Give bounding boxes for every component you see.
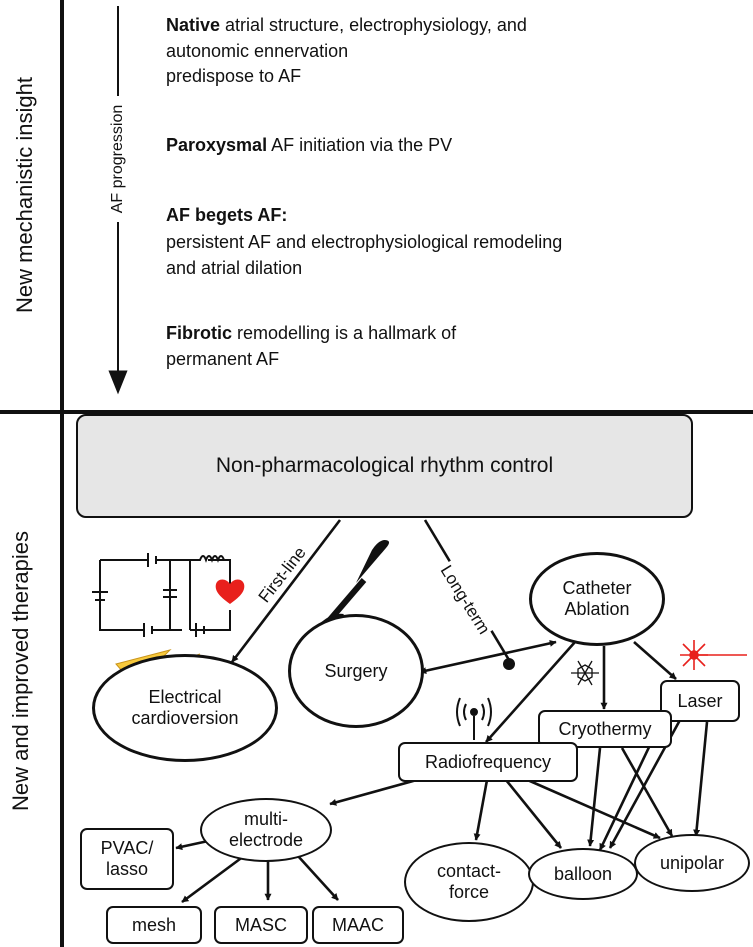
- edge-surgery-catheter: [419, 639, 557, 675]
- node-electrical-line-2: cardioversion: [131, 708, 239, 728]
- node-balloon-label: balloon: [553, 863, 613, 884]
- antenna-icon: [456, 697, 492, 740]
- mechanism-paroxysmal-bold: Paroxysmal: [166, 135, 268, 155]
- mechanism-native: Native atrial structure, electrophysiolo…: [166, 14, 527, 36]
- node-catheter-line-2: Ablation: [564, 599, 630, 619]
- mechanism-fibrotic-text: remodelling is a hallmark of: [232, 323, 457, 343]
- node-pvac-line-2: lasso: [105, 859, 149, 879]
- node-balloon: balloon: [528, 848, 638, 900]
- rhythm-control-title: Non-pharmacological rhythm control: [215, 454, 554, 477]
- mechanism-fibrotic-line-2: permanent AF: [166, 349, 280, 369]
- laser-icon: [680, 640, 747, 670]
- mechanism-native-text: atrial structure, electrophysiology, and: [220, 15, 527, 35]
- edge-catheter-laser: [633, 641, 677, 680]
- node-pvac-line-1: PVAC/: [100, 838, 154, 858]
- heart-icon: [215, 579, 245, 604]
- node-unipolar: unipolar: [634, 834, 750, 892]
- node-pvac-lasso: PVAC/lasso: [80, 828, 174, 890]
- node-contact-line-2: force: [448, 882, 490, 902]
- edge-radiofrequency-unipolar: [522, 776, 661, 840]
- node-contact-force: contact-force: [404, 842, 534, 922]
- edge-multi-mesh: [181, 854, 245, 904]
- edge-radiofrequency-multi: [329, 776, 425, 806]
- node-maac-label: MAAC: [331, 914, 384, 935]
- node-multi-line-1: multi-: [244, 809, 288, 829]
- long-term-junction: [503, 658, 515, 670]
- mechanism-af-begets-line-2: persistent AF and electrophysiological r…: [166, 232, 563, 252]
- edge-cryothermy-unipolar: [620, 747, 674, 837]
- edge-first-line: [230, 519, 342, 663]
- edge-radiofrequency-balloon: [504, 779, 563, 849]
- circuit-icon: [92, 553, 231, 637]
- mechanism-af-begets: AF begets AF:: [166, 204, 287, 226]
- mechanism-paroxysmal: Paroxysmal AF initiation via the PV: [166, 134, 452, 156]
- edge-radiofrequency-contact: [473, 779, 489, 841]
- node-multi-electrode: multi-electrode: [200, 798, 332, 862]
- node-surgery-label: Surgery: [324, 660, 388, 681]
- node-unipolar-label: unipolar: [659, 852, 725, 873]
- mechanism-fibrotic: Fibrotic remodelling is a hallmark of: [166, 322, 456, 344]
- node-cryothermy-label: Cryothermy: [558, 718, 652, 739]
- edge-laser-unipolar: [693, 721, 709, 837]
- mechanism-paroxysmal-text: AF initiation via the PV: [267, 135, 453, 155]
- section-label-mechanistic: New mechanistic insight: [12, 77, 37, 313]
- edge-catheter-radiofrequency: [485, 641, 576, 743]
- snowflake-icon: [571, 660, 599, 686]
- node-contact-line-1: contact-: [436, 861, 502, 881]
- edge-multi-maac: [297, 855, 339, 901]
- node-radiofrequency-label: Radiofrequency: [424, 751, 552, 772]
- node-multi-line-2: electrode: [228, 830, 304, 850]
- mechanism-native-line-2: autonomic ennervation: [166, 41, 349, 61]
- node-mesh-label: mesh: [131, 914, 176, 935]
- node-laser: Laser: [660, 680, 740, 722]
- mechanism-native-bold: Native: [166, 15, 221, 35]
- progression-label: AF progression: [109, 96, 127, 222]
- node-radiofrequency: Radiofrequency: [398, 742, 578, 782]
- mechanism-fibrotic-bold: Fibrotic: [166, 323, 232, 343]
- node-masc-label: MASC: [234, 914, 287, 935]
- node-mesh: mesh: [106, 906, 202, 944]
- mechanism-af-begets-line-3: and atrial dilation: [166, 258, 303, 278]
- node-cryothermy: Cryothermy: [538, 710, 672, 748]
- mechanism-af-begets-bold: AF begets AF:: [166, 205, 288, 225]
- node-electrical-line-1: Electrical: [148, 687, 222, 707]
- rhythm-control-box: Non-pharmacological rhythm control: [76, 414, 693, 518]
- node-masc: MASC: [214, 906, 308, 944]
- node-catheter-line-1: Catheter: [562, 578, 632, 598]
- section-label-therapies: New and improved therapies: [8, 530, 33, 812]
- node-surgery: Surgery: [288, 614, 424, 728]
- node-laser-label: Laser: [677, 690, 723, 711]
- node-maac: MAAC: [312, 906, 404, 944]
- mechanism-native-line-3: predispose to AF: [166, 66, 302, 86]
- edge-cryothermy-balloon: [587, 747, 602, 847]
